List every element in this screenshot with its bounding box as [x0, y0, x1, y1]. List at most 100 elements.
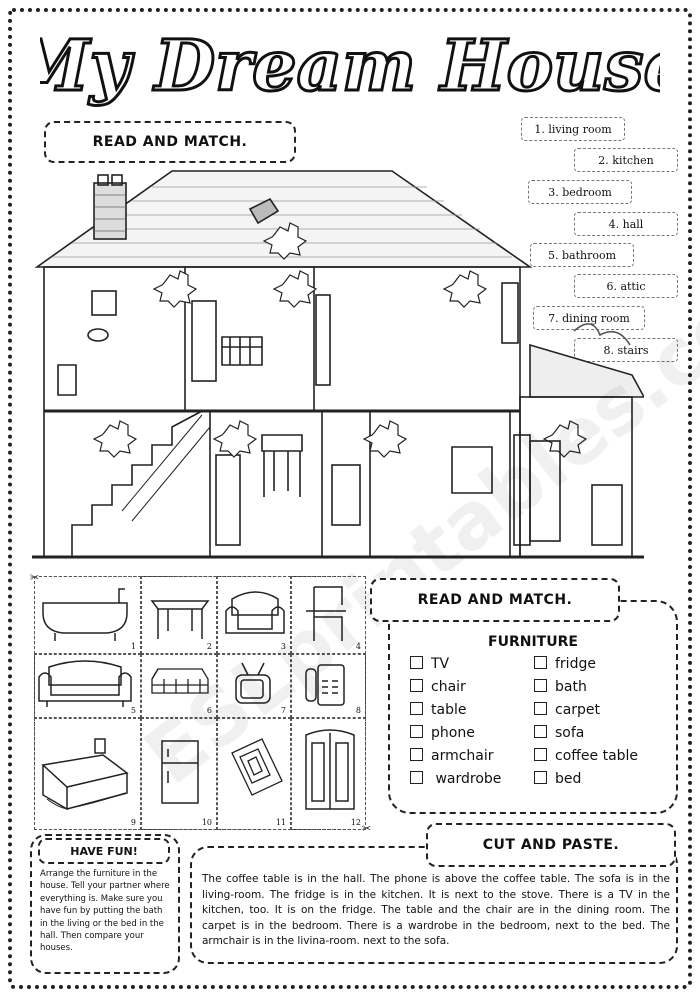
cut-paste-text: The coffee table is in the hall. The pho…	[202, 873, 670, 947]
checkbox-icon[interactable]	[410, 702, 423, 715]
title-svg: My Dream House	[8, 23, 689, 109]
furniture-card-6[interactable]: 6	[141, 654, 217, 718]
have-fun-header: HAVE FUN!	[38, 838, 170, 864]
card-number: 10	[201, 818, 212, 827]
tv-icon	[235, 662, 271, 704]
room-label: 8. stairs	[603, 343, 649, 357]
checkbox-icon[interactable]	[410, 656, 423, 669]
star-target-bedroom-2[interactable]	[442, 270, 488, 308]
furniture-cut-grid: 1 2 3 4 5 6 7 8 9 10 11 12	[34, 576, 366, 830]
page-border	[8, 8, 692, 989]
read-match-box-1: READ AND MATCH.	[44, 121, 296, 163]
card-number: 8	[355, 706, 361, 715]
room-tag-5[interactable]: 5. bathroom	[530, 243, 634, 267]
sofa-icon	[38, 660, 132, 707]
checkbox-item[interactable]: wardrobe	[410, 771, 501, 794]
star-target-kitchen[interactable]	[542, 420, 588, 458]
checkbox-label: bath	[555, 679, 587, 695]
furniture-card-7[interactable]: 7	[217, 654, 291, 718]
checkbox-icon[interactable]	[534, 748, 547, 761]
card-number: 9	[130, 818, 136, 827]
checkbox-item[interactable]: bath	[534, 679, 638, 702]
furniture-card-1[interactable]: 1	[34, 576, 141, 654]
furniture-card-9[interactable]: 9	[34, 718, 141, 830]
checkbox-icon[interactable]	[534, 656, 547, 669]
furniture-card-11[interactable]: 11	[217, 718, 291, 830]
checkbox-icon[interactable]	[534, 702, 547, 715]
checkbox-icon[interactable]	[410, 725, 423, 738]
room-tag-6[interactable]: 6. attic	[574, 274, 678, 298]
star-target-bedroom-1[interactable]	[272, 270, 318, 308]
card-number: 2	[206, 642, 212, 651]
card-number: 5	[130, 706, 136, 715]
furniture-card-3[interactable]: 3	[217, 576, 291, 654]
furniture-card-10[interactable]: 10	[141, 718, 217, 830]
checkbox-item[interactable]: carpet	[534, 702, 638, 725]
checkbox-label: bed	[555, 771, 582, 787]
cut-paste-header: CUT AND PASTE.	[426, 823, 676, 867]
checkbox-item[interactable]: chair	[410, 679, 501, 702]
checkbox-icon[interactable]	[410, 748, 423, 761]
room-tag-1[interactable]: 1. living room	[521, 117, 625, 141]
page-title: My Dream House	[8, 18, 689, 109]
room-label: 5. bathroom	[547, 248, 617, 262]
room-label: 3. bedroom	[548, 185, 612, 199]
checkbox-label: coffee table	[555, 748, 639, 764]
furniture-card-4[interactable]: 4	[291, 576, 366, 654]
scissors-icon: ✂	[362, 822, 372, 835]
fridge-icon	[161, 740, 199, 804]
checkbox-item[interactable]: armchair	[410, 748, 501, 771]
checkbox-item[interactable]: coffee table	[534, 748, 638, 771]
have-fun-text: Arrange the furniture in the house. Tell…	[40, 869, 170, 954]
checkbox-label: sofa	[555, 725, 585, 741]
checkbox-item[interactable]: TV	[410, 656, 501, 679]
checkbox-icon[interactable]	[410, 771, 423, 784]
cut-paste-heading: CUT AND PASTE.	[482, 837, 620, 853]
card-number: 6	[206, 706, 212, 715]
checkbox-label: TV	[431, 656, 450, 672]
star-target-hall[interactable]	[92, 420, 138, 458]
room-tag-2[interactable]: 2. kitchen	[574, 148, 678, 172]
room-tag-8[interactable]: 8. stairs	[574, 338, 678, 362]
checkbox-label: armchair	[431, 748, 494, 764]
star-target-attic[interactable]	[262, 222, 308, 260]
checkbox-icon[interactable]	[410, 679, 423, 692]
checkbox-item[interactable]: fridge	[534, 656, 638, 679]
have-fun-heading: HAVE FUN!	[70, 844, 138, 858]
star-target-bathroom[interactable]	[152, 270, 198, 308]
furniture-list-left: TV chair table phone armchair wardrobe	[410, 656, 501, 794]
checkbox-label: table	[431, 702, 467, 718]
read-match-box-2-front: READ AND MATCH.	[370, 578, 620, 622]
furniture-card-2[interactable]: 2	[141, 576, 217, 654]
star-target-living[interactable]	[362, 420, 408, 458]
checkbox-item[interactable]: phone	[410, 725, 501, 748]
star-target-dining[interactable]	[212, 420, 258, 458]
checkbox-item[interactable]: bed	[534, 771, 638, 794]
coffee-table-icon	[151, 668, 209, 694]
room-tag-7[interactable]: 7. dining room	[533, 306, 645, 330]
room-label: 1. living room	[534, 122, 612, 136]
checkbox-icon[interactable]	[534, 771, 547, 784]
card-number: 11	[275, 818, 286, 827]
furniture-card-8[interactable]: 8	[291, 654, 366, 718]
checkbox-label: chair	[431, 679, 466, 695]
table-icon	[150, 600, 210, 639]
read-match-heading-1: READ AND MATCH.	[92, 134, 248, 150]
checkbox-item[interactable]: table	[410, 702, 501, 725]
checkbox-icon[interactable]	[534, 679, 547, 692]
read-match-heading-2-text: READ AND MATCH.	[417, 592, 573, 608]
room-tag-4[interactable]: 4. hall	[574, 212, 678, 236]
checkbox-item[interactable]: sofa	[534, 725, 638, 748]
furniture-card-12[interactable]: 12	[291, 718, 366, 830]
bed-icon	[41, 738, 129, 811]
furniture-card-5[interactable]: 5	[34, 654, 141, 718]
wardrobe-icon	[305, 729, 355, 810]
checkbox-label: carpet	[555, 702, 601, 718]
furniture-checklist-box	[388, 600, 678, 814]
card-number: 7	[280, 706, 286, 715]
carpet-icon	[231, 738, 283, 796]
checkbox-label: phone	[431, 725, 475, 741]
room-tag-3[interactable]: 3. bedroom	[528, 180, 632, 204]
title-text: My Dream House	[40, 24, 660, 107]
checkbox-icon[interactable]	[534, 725, 547, 738]
